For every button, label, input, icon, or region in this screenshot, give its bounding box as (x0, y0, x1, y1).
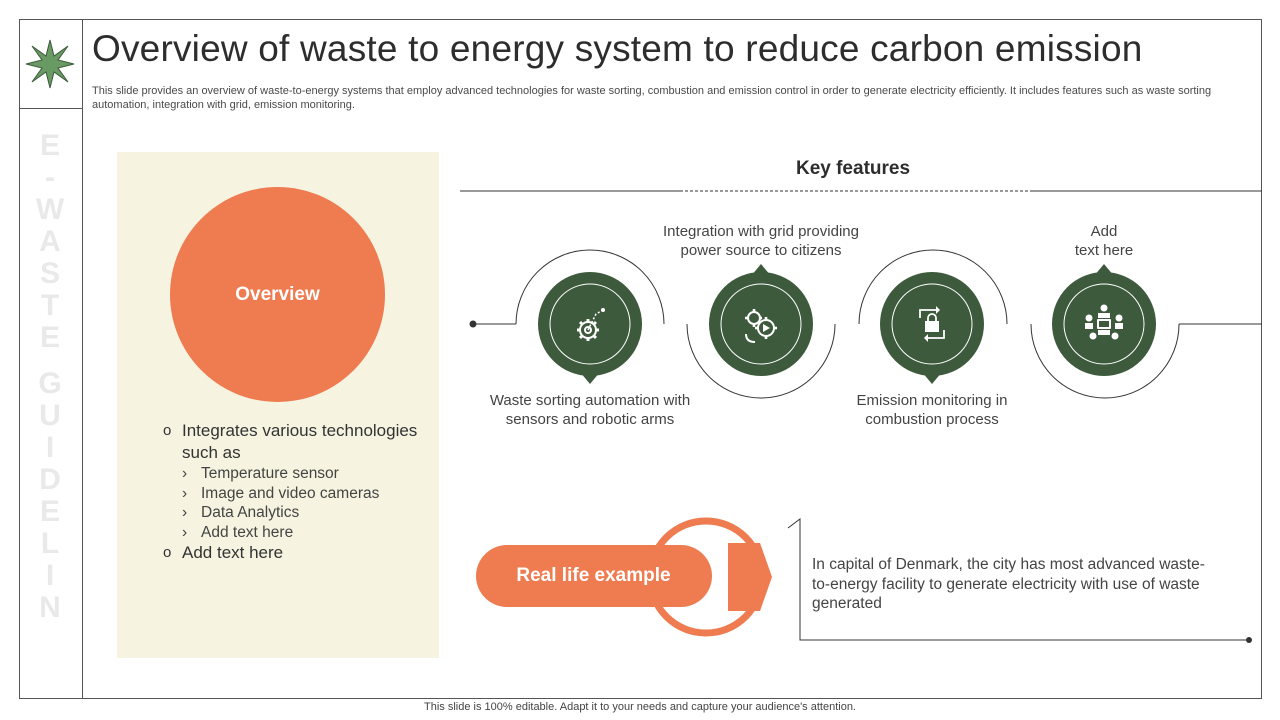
star-logo-icon (25, 39, 75, 89)
overview-circle: Overview (170, 187, 385, 402)
slide-frame (19, 19, 1262, 699)
feature-circle-2 (709, 264, 813, 376)
feature-circle-1 (538, 272, 642, 384)
team-meeting-icon (1085, 304, 1123, 340)
key-features-title: Key features (795, 158, 911, 179)
list-item: Add text here (163, 523, 433, 543)
page-subtitle: This slide provides an overview of waste… (92, 85, 1212, 111)
gears-play-icon (745, 309, 777, 343)
real-life-example-text: In capital of Denmark, the city has most… (812, 556, 1205, 612)
feature-label-3: Emission monitoring in combustion proces… (856, 392, 1008, 428)
list-item: Data Analytics (163, 503, 433, 523)
feature-label-4: Add text here (1074, 223, 1134, 259)
sidebar-divider (82, 19, 83, 699)
real-life-example-label: Real life example (516, 565, 671, 586)
lock-cycle-icon (919, 306, 945, 342)
list-item: Integrates various technologies such as (163, 420, 433, 464)
real-life-example-graphic (476, 517, 772, 637)
gear-automation-icon (577, 308, 605, 341)
logo-divider (19, 108, 83, 109)
overview-circle-label: Overview (235, 283, 320, 305)
page-title: Overview of waste to energy system to re… (92, 28, 1143, 69)
feature-label-2: Integration with grid providing power so… (663, 223, 859, 259)
list-item: Image and video cameras (163, 484, 433, 504)
overview-bullet-list: Integrates various technologies such as … (163, 420, 433, 564)
feature-label-1: Waste sorting automation with sensors an… (489, 392, 691, 428)
list-item: Add text here (163, 542, 433, 564)
list-item: Temperature sensor (163, 464, 433, 484)
footer-note: This slide is 100% editable. Adapt it to… (424, 701, 856, 713)
